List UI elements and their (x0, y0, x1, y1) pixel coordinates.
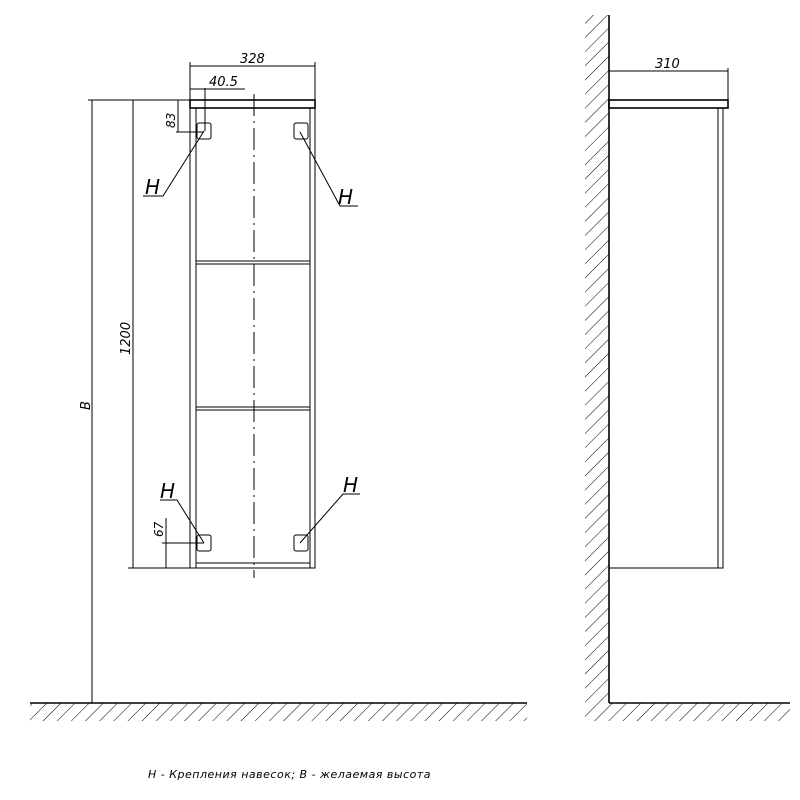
hanger-label: H (160, 479, 175, 503)
side-view: 310 (585, 15, 790, 721)
dim-bottom-offset: 67 (152, 521, 166, 537)
top-board (189, 99, 316, 109)
dim-depth: 310 (655, 57, 680, 72)
wall-hatch (585, 15, 609, 703)
side-top-board (608, 99, 729, 109)
floor-hatch (30, 703, 527, 721)
leader-h2 (299, 131, 358, 207)
hanger-bottom-right (293, 534, 309, 552)
floor-hatch-side (585, 703, 790, 721)
hanger-label: H (338, 185, 353, 209)
dim-top-offset: 83 (164, 113, 178, 128)
dim-width: 328 (240, 52, 265, 67)
hanger-top-right (293, 122, 309, 140)
dim-height: 1200 (119, 322, 134, 355)
dim-mount-height: B (79, 401, 94, 410)
hanger-label: H (343, 473, 358, 497)
leader-h1 (143, 130, 205, 197)
side-body (608, 107, 724, 569)
front-view: H H H H 328 40.5 83 1200 67 B (30, 52, 527, 721)
caption: Н - Крепления навесок; В - желаемая высо… (148, 768, 431, 781)
hanger-top-left (196, 122, 212, 140)
leader-h3 (160, 499, 205, 544)
hanger-label: H (145, 175, 160, 199)
dim-offset: 40.5 (209, 75, 238, 90)
shelf-2 (195, 406, 311, 411)
leader-h4 (299, 493, 360, 544)
shelf-1 (195, 260, 311, 265)
cabinet-body (189, 107, 316, 569)
